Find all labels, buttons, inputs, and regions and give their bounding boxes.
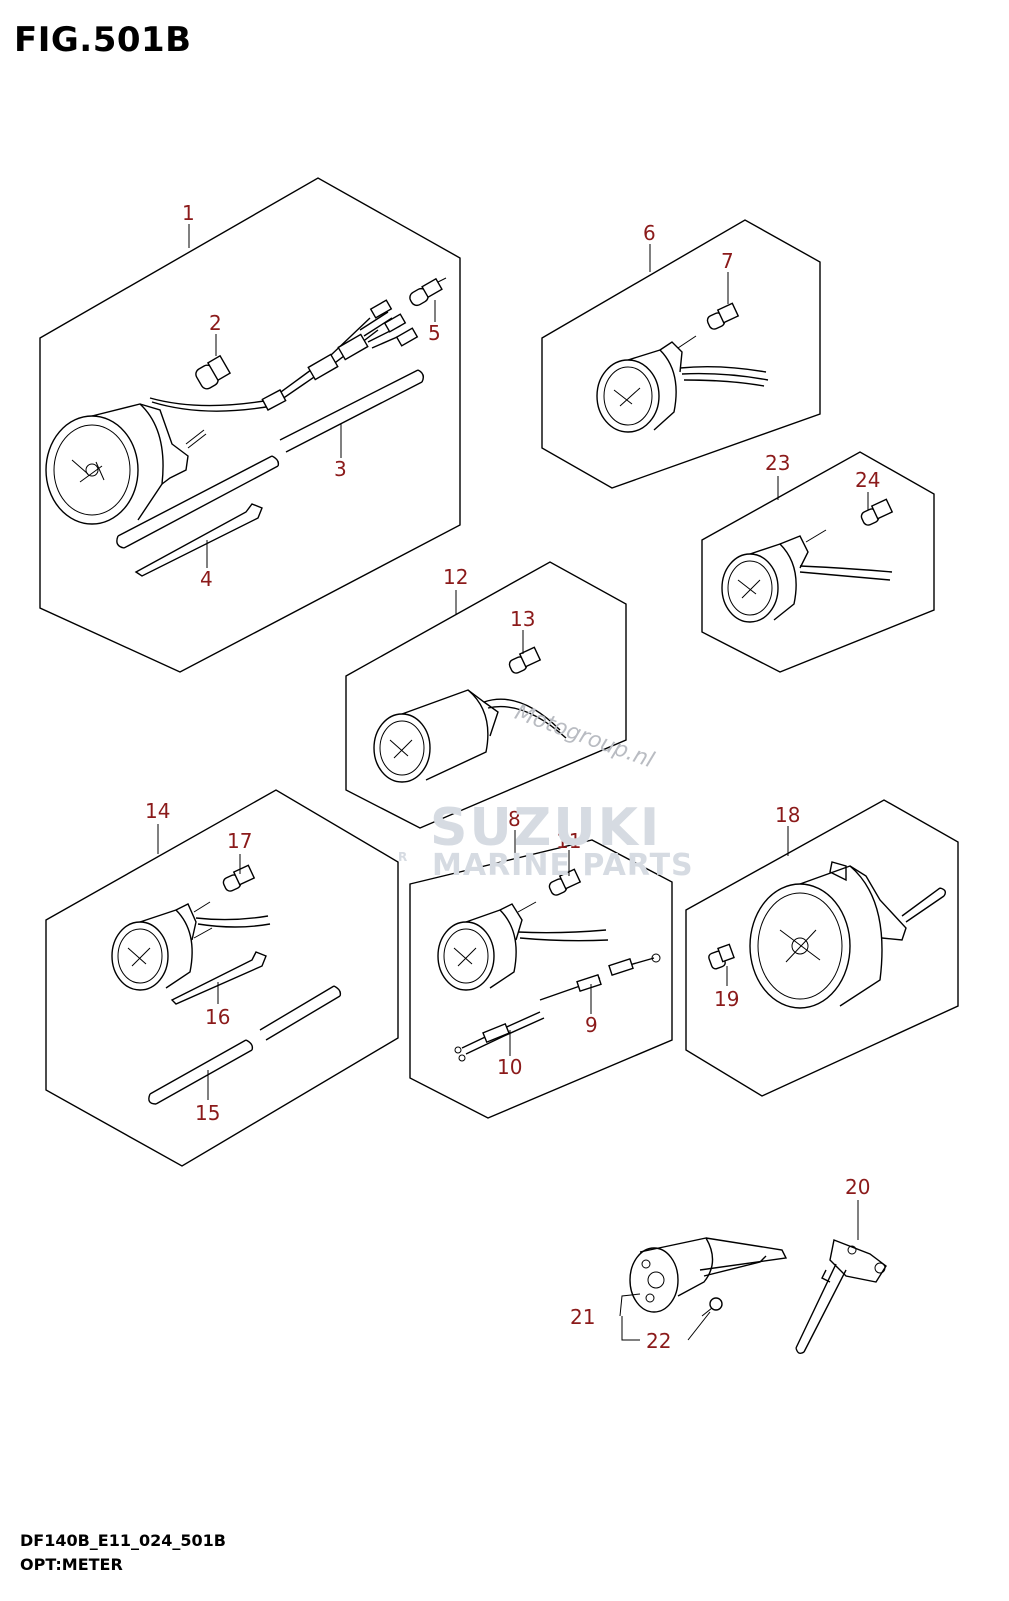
bulb-icon [508, 646, 542, 674]
callout-2: 2 [209, 311, 222, 335]
bulb-icon [409, 277, 447, 307]
callout-20: 20 [845, 1175, 870, 1199]
callout-6: 6 [643, 221, 656, 245]
leader-lines [157, 224, 869, 1341]
group-6-box [541, 219, 821, 489]
group-8-box [409, 839, 673, 1119]
group-14-box [45, 789, 399, 1167]
callout-19: 19 [714, 987, 739, 1011]
callout-24: 24 [855, 468, 880, 492]
screw-icon [701, 1297, 723, 1317]
callout-17: 17 [227, 829, 252, 853]
callout-18: 18 [775, 803, 800, 827]
callout-21: 21 [570, 1305, 595, 1329]
callout-3: 3 [334, 457, 347, 481]
callout-5: 5 [428, 321, 441, 345]
callout-15: 15 [195, 1101, 220, 1125]
bulb-icon [706, 302, 740, 330]
bulb-icon [548, 868, 582, 896]
bulb-icon [708, 943, 735, 970]
callout-11: 11 [556, 829, 581, 853]
figure-title: FIG.501B [14, 20, 192, 60]
group-18-box [685, 799, 959, 1097]
callout-1: 1 [182, 201, 195, 225]
callout-9: 9 [585, 1013, 598, 1037]
group-23-box [701, 451, 935, 673]
callout-7: 7 [721, 249, 734, 273]
callout-22: 22 [646, 1329, 671, 1353]
bulb-icon [860, 498, 894, 526]
bulb-icon [222, 864, 256, 892]
group-12-box [345, 561, 627, 829]
group-1-box [39, 177, 461, 673]
callout-4: 4 [200, 567, 213, 591]
sender-20 [795, 1239, 887, 1355]
figure-name: OPT:METER [20, 1555, 123, 1574]
callout-16: 16 [205, 1005, 230, 1029]
callout-13: 13 [510, 607, 535, 631]
callout-23: 23 [765, 451, 790, 475]
callout-14: 14 [145, 799, 170, 823]
callout-8: 8 [508, 807, 521, 831]
figure-code: DF140B_E11_024_501B [20, 1531, 226, 1550]
callout-10: 10 [497, 1055, 522, 1079]
bracket-21 [629, 1237, 788, 1317]
callout-12: 12 [443, 565, 468, 589]
callouts: 1 2 3 4 5 6 7 8 9 10 11 12 13 14 15 16 1… [145, 201, 880, 1353]
bulb-icon [195, 354, 232, 390]
